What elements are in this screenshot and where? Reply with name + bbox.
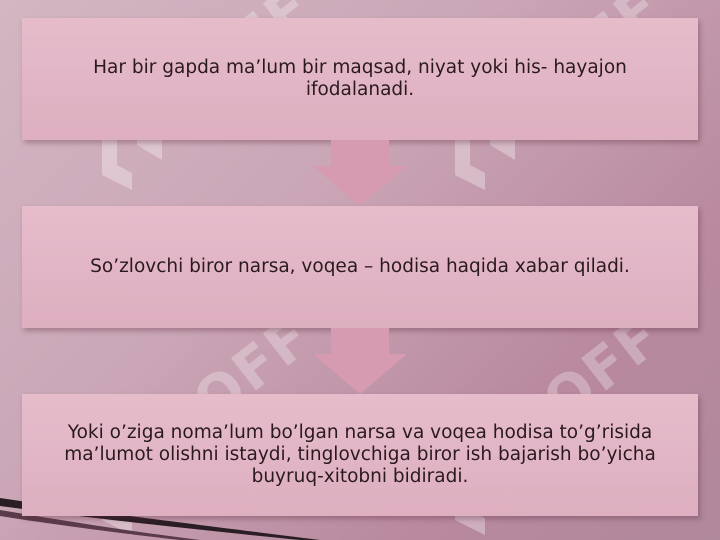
step-text-1: Har bir gapda ma’lum bir maqsad, niyat y…: [93, 57, 627, 100]
down-arrow-icon: [313, 140, 407, 206]
step-box-3: Yoki o’ziga noma’lum bo’lgan narsa va vo…: [22, 394, 698, 516]
down-arrow-icon: [313, 328, 407, 394]
step-text-2: So’zlovchi biror narsa, voqea – hodisa h…: [90, 256, 630, 277]
step-text-3: Yoki o’ziga noma’lum bo’lgan narsa va vo…: [64, 422, 656, 487]
step-box-1: Har bir gapda ma’lum bir maqsad, niyat y…: [22, 18, 698, 140]
step-box-2: So’zlovchi biror narsa, voqea – hodisa h…: [22, 206, 698, 328]
